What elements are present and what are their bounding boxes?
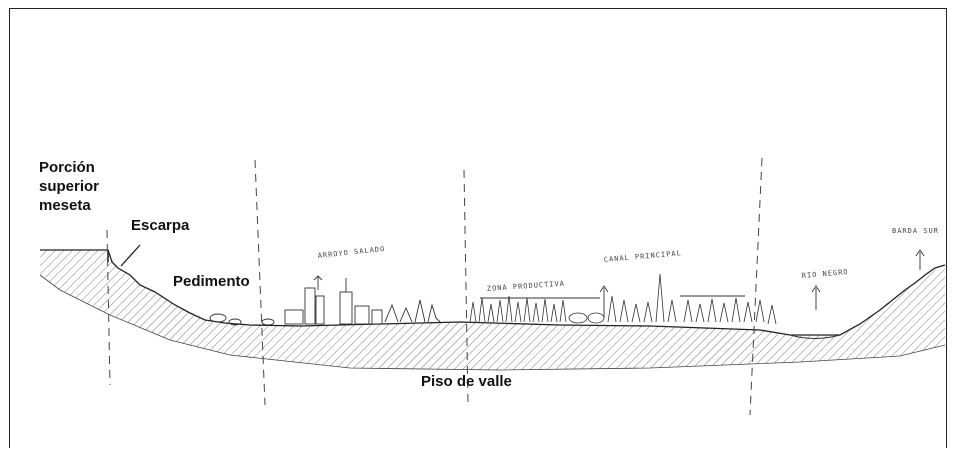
handwritten-barda: BARDA SUR <box>892 227 939 235</box>
terrain-profile <box>40 249 946 336</box>
annotation-arrows <box>480 249 925 318</box>
label-porcion-superior-meseta: Porción superior meseta <box>39 159 100 214</box>
figure-frame <box>9 8 947 448</box>
divider-2 <box>254 159 266 406</box>
vegetation-sketch <box>469 273 777 325</box>
escarpa-pointer <box>120 244 141 267</box>
ground-lower-line <box>39 274 946 371</box>
label-pedimento: Pedimento <box>173 273 250 290</box>
label-piso-de-valle: Piso de valle <box>421 373 512 390</box>
handwritten-arroyo: ARROYO SALADO <box>317 245 385 260</box>
divider-3 <box>463 169 469 406</box>
river-bed <box>789 334 841 339</box>
label-escarpa: Escarpa <box>131 217 190 234</box>
handwritten-canal: CANAL PRINCIPAL <box>603 249 682 264</box>
handwritten-rio: RIO NEGRO <box>801 268 848 280</box>
divider-4 <box>749 157 763 416</box>
ground-hatch <box>40 250 945 370</box>
shrubs-sketch <box>209 313 275 326</box>
divider-1 <box>106 229 111 386</box>
urban-sketch <box>284 275 441 325</box>
handwritten-zona: ZONA PRODUCTIVA <box>487 280 566 293</box>
